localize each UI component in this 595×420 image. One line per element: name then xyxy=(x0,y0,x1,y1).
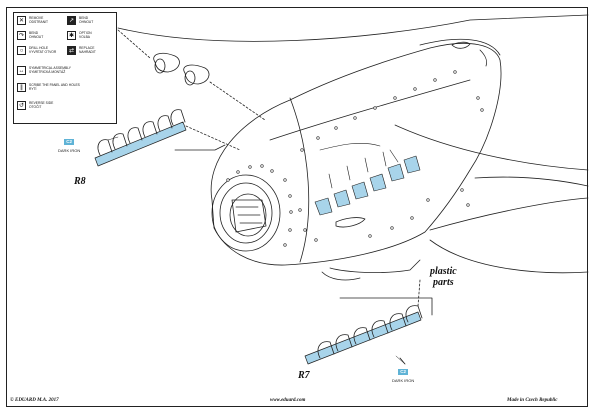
legend-item: ↺REVERSE SIDE OTOČIT xyxy=(17,101,53,110)
legend-item-text: REPLACE NAHRADIT xyxy=(79,46,96,54)
plastic-parts-label: plastic parts xyxy=(430,266,457,288)
footer-website[interactable]: www.eduard.com xyxy=(270,398,306,403)
cowling-exhaust-outline xyxy=(319,143,399,189)
legend-item-text: DRILL HOLE VYVRTAT OTVOR xyxy=(29,46,57,54)
callout-bottom-name: DARK IRON xyxy=(392,378,415,383)
scribe-panel-icon: ∥ xyxy=(17,83,26,92)
legend-item: ∥SCRIBE THE PANEL AND HOLES RYTÍ xyxy=(17,83,80,92)
legend-item-text: BEND OHNOUT xyxy=(29,31,44,39)
legend-item-text: SCRIBE THE PANEL AND HOLES RYTÍ xyxy=(29,83,80,91)
r7-exhaust xyxy=(304,279,433,365)
plastic-label-line2: parts xyxy=(433,277,454,288)
callout-top-name: DARK IRON xyxy=(58,148,81,153)
legend-item-text: REVERSE SIDE OTOČIT xyxy=(29,101,54,109)
bend-direction-icon: ↷ xyxy=(17,31,26,40)
legend-item: ↔SYMMETRICAL ASSEMBLY SYMETRICKÁ MONTÁŽ xyxy=(17,66,71,75)
replace-icon: ⇄ xyxy=(67,46,76,55)
plastic-label-line1: plastic xyxy=(430,266,457,277)
part-label-r7: R7 xyxy=(298,370,310,381)
callout-bottom-number: C2 xyxy=(398,369,408,375)
footer-copyright: © EDUARD M.A. 2017 xyxy=(10,398,59,403)
bend-icon: ↗ xyxy=(67,16,76,25)
footer-origin: Made in Czech Republic xyxy=(507,398,558,403)
rivet-points xyxy=(226,70,484,247)
spinner-parts xyxy=(117,29,266,121)
callout-bottom: C2 DARK IRON xyxy=(392,360,414,383)
option-icon: ✱ xyxy=(67,31,76,40)
callout-top-number: C2 xyxy=(64,139,74,145)
symmetrical-assembly-icon: ↔ xyxy=(17,66,26,75)
legend-item-text: OPTION VOLBA xyxy=(79,31,92,39)
leader-lines xyxy=(107,136,406,365)
legend-item: ⇄REPLACE NAHRADIT xyxy=(67,46,96,55)
legend-item: ↗BEND OHNOUT xyxy=(67,16,93,25)
r8-exhaust xyxy=(94,109,241,167)
remove-icon: ✕ xyxy=(17,16,26,25)
legend-item: ✱OPTION VOLBA xyxy=(67,31,92,40)
legend-item: ✕REMOVE ODSTRANIT xyxy=(17,16,48,25)
legend-item-text: REMOVE ODSTRANIT xyxy=(29,16,49,24)
engine-cowling xyxy=(210,38,502,281)
legend-item: ○DRILL HOLE VYVRTAT OTVOR xyxy=(17,46,56,55)
legend-item: ↷BEND OHNOUT xyxy=(17,31,43,40)
reverse-side-icon: ↺ xyxy=(17,101,26,110)
legend-item-text: SYMMETRICAL ASSEMBLY SYMETRICKÁ MONTÁŽ xyxy=(29,66,71,74)
drill-hole-icon: ○ xyxy=(17,46,26,55)
part-label-r8: R8 xyxy=(74,176,86,187)
cowling-exhaust-set xyxy=(314,155,421,216)
page-frame xyxy=(6,7,588,407)
wing-outline xyxy=(117,14,589,274)
legend-item-text: BEND OHNOUT xyxy=(79,16,94,24)
callout-top: C2 DARK IRON xyxy=(58,130,80,153)
instruction-legend: ✕REMOVE ODSTRANIT↗BEND OHNOUT↷BEND OHNOU… xyxy=(13,12,117,124)
